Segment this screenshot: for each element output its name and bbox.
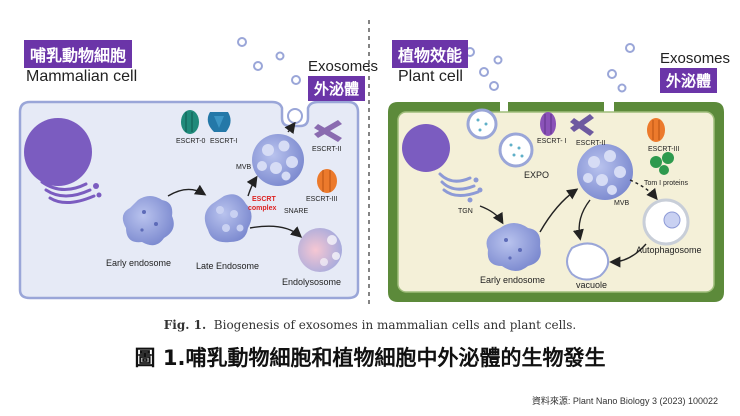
arrow-late-to-mvb — [246, 175, 258, 197]
source-credit: 資料來源: Plant Nano Biology 3 (2023) 100022 — [531, 396, 718, 406]
left-title-zh: 哺乳動物細胞 — [24, 40, 133, 68]
label-snare: SNARE — [284, 208, 309, 215]
escrt-0-protein — [181, 110, 199, 134]
right-exosomes-zh: 外泌體 — [660, 68, 718, 93]
arrow-early-to-mvb — [539, 188, 579, 233]
nucleus — [24, 118, 92, 186]
plant-escrt-2-protein — [570, 114, 594, 136]
label-escrt-3: ESCRT-III — [306, 196, 338, 203]
plant-escrt-1-protein — [540, 112, 556, 136]
plant-escrt-3-protein — [647, 118, 665, 142]
label-late-endosome: Late Endosome — [196, 261, 260, 271]
figure-caption: Fig. 1. Biogenesis of exosomes in mammal… — [0, 318, 740, 332]
arrow-early-to-late — [167, 184, 207, 197]
early-endosome — [122, 196, 174, 246]
label-plant-early-endosome: Early endosome — [480, 275, 546, 285]
expo — [498, 132, 534, 168]
label-tom1: Tom I proteins — [644, 180, 688, 187]
label-escrt-2: ESCRT-II — [312, 146, 342, 153]
exosome-vesicles-right — [465, 43, 635, 93]
label-escrt-0: ESCRT-0 — [176, 138, 206, 145]
label-mvb: MVB — [236, 164, 252, 171]
label-autophagosome: Autophagosome — [636, 245, 702, 255]
tom1-proteins — [650, 152, 674, 175]
left-title-en: Mammalian cell — [26, 68, 138, 85]
right-exosomes-en: Exosomes — [660, 50, 731, 67]
golgi-apparatus — [40, 180, 96, 204]
escrt-3-protein — [317, 169, 337, 193]
tgn — [438, 172, 480, 197]
label-plant-mvb: MVB — [614, 200, 630, 207]
right-title-zh: 植物效能 — [392, 40, 469, 68]
label-expo: EXPO — [524, 170, 550, 180]
left-exosomes-zh: 外泌體 — [308, 76, 366, 101]
plant-cytoplasm — [397, 111, 715, 293]
label-plant-escrt-3: ESCRT-III — [648, 146, 680, 153]
right-title-en: Plant cell — [398, 68, 463, 85]
arrow-tgn-to-early — [479, 205, 504, 225]
label-escrt-1: ESCRT-I — [210, 138, 238, 145]
caption-prefix: Fig. 1. — [163, 318, 207, 332]
label-escrt-complex-1: ESCRT — [252, 196, 276, 203]
plant-nucleus — [402, 124, 450, 172]
budding-vesicle — [287, 108, 303, 124]
escrt-2-protein — [314, 120, 342, 142]
label-endolysosome: Endolysosome — [282, 277, 342, 287]
arrow-auto-to-vacuole — [609, 243, 647, 268]
chinese-title: 圖 1.哺乳動物細胞和植物細胞中外泌體的生物發生 — [134, 346, 606, 370]
budding-expo — [466, 108, 498, 140]
label-tgn: TGN — [458, 208, 473, 215]
exosome-vesicles-left — [237, 37, 301, 85]
escrt-1-protein — [207, 112, 231, 132]
plant-early-endosome — [486, 223, 541, 271]
label-early-endosome: Early endosome — [106, 258, 172, 268]
label-escrt-complex-2: complex — [248, 205, 277, 212]
arrow-mvb-to-vacuole — [572, 199, 591, 241]
left-exosomes-en: Exosomes — [308, 58, 379, 75]
label-plant-escrt-1: ESCRT- I — [537, 138, 567, 145]
caption-text: Biogenesis of exosomes in mammalian cell… — [213, 318, 577, 332]
arrow-late-to-lyso — [249, 225, 303, 238]
endolysosome — [298, 228, 342, 272]
vacuole — [566, 242, 610, 281]
label-plant-escrt-2: ESCRT-II — [576, 140, 606, 147]
arrow-mvb-to-exosome — [284, 121, 296, 135]
label-vacuole: vacuole — [576, 280, 608, 290]
